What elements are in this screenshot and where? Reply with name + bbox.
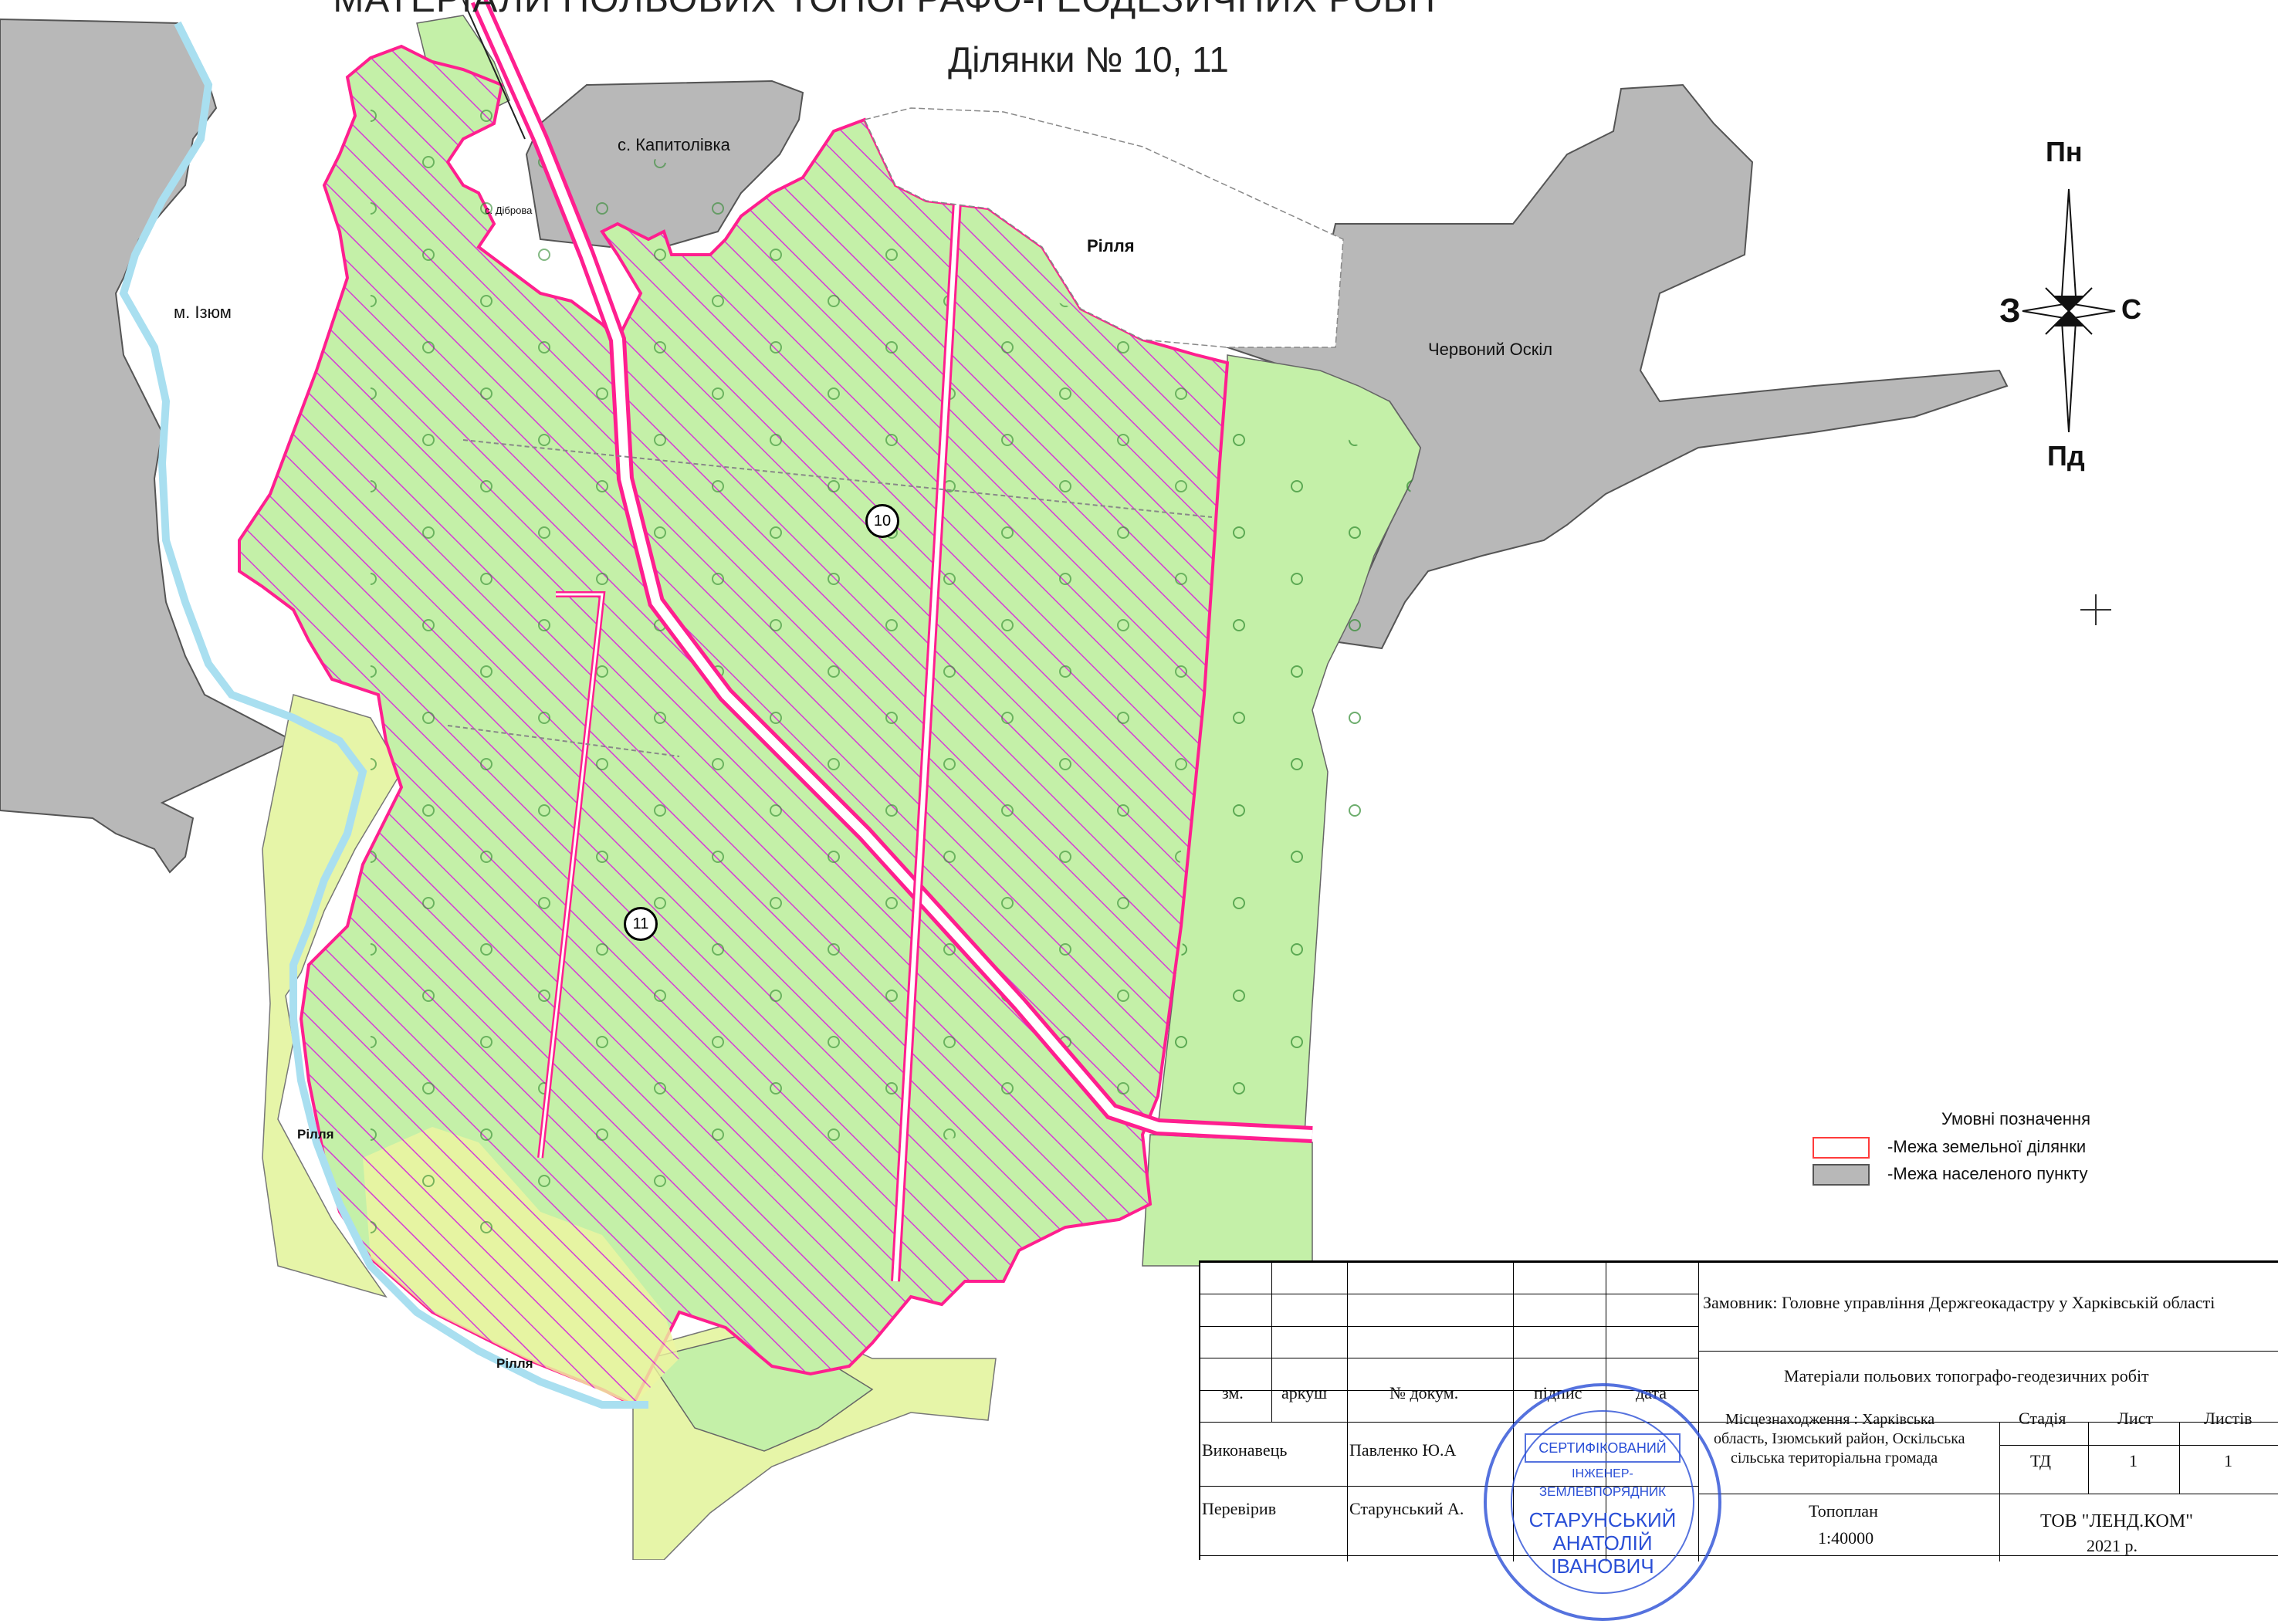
stamp-line [1200,1390,1698,1391]
seal-line6: ІВАНОВИЧ [1551,1555,1653,1578]
stamp-row-role-1: Виконавець [1202,1440,1288,1460]
map-title-line2: Ділянки № 10, 11 [948,39,1229,80]
stamp-line [1200,1326,1698,1327]
stamp-row-name-2: Старунський А. [1349,1499,1464,1518]
tree-markers-east [1166,370,1413,1127]
stamp-company: ТОВ "ЛЕНД.КОМ" [2040,1511,2193,1531]
compass-south-label: Пд [2047,440,2085,472]
road-center [474,0,1313,1139]
forest-south-east [1142,1134,1313,1267]
field-line [462,439,1213,518]
place-label-rillia-left: Рілля [297,1127,334,1142]
place-label-rillia-bottom: Рілля [496,1356,533,1371]
stamp-stage-label: Стадія [2019,1409,2066,1428]
stamp-year: 2021 р. [2087,1536,2138,1555]
place-label-izium: м. Ізюм [174,303,232,322]
stamp-sheet-value: 1 [2129,1451,2138,1470]
compass-rose [2022,188,2116,433]
seal-line1: СЕРТИФІКОВАНИЙ [1538,1440,1666,1456]
seal-line3: ЗЕМЛЕВПОРЯДНИК [1539,1484,1666,1499]
stamp-header-dokum: № докум. [1389,1383,1459,1402]
seal-line5: АНАТОЛІЙ [1552,1531,1652,1555]
settlement-izium [0,18,296,874]
stamp-header-zm: зм. [1222,1383,1244,1402]
legend-title: Умовні позначення [1941,1109,2090,1128]
stamp-line [1513,1262,1514,1561]
stamp-line [1200,1486,1698,1487]
stamp-line [1698,1262,1699,1561]
stamp-line [2088,1422,2089,1494]
stamp-row-role-2: Перевірив [1202,1499,1277,1518]
stamp-line [1347,1262,1348,1561]
stamp-plan: Топоплан [1809,1501,1878,1521]
place-label-kapytolivka: с. Капитолівка [618,135,730,154]
stamp-sheet-label: Лист [2117,1409,2154,1428]
legend-swatch-parcel [1813,1137,1870,1159]
legend-label-parcel: -Межа земельної ділянки [1887,1137,2087,1156]
stamp-row-name-1: Павленко Ю.А [1349,1440,1457,1460]
stamp-scale: 1:40000 [1818,1528,1874,1548]
tree-markers [371,58,1227,1258]
map-title-line1: МАТЕРІАЛИ ПОЛЬОВИХ ТОПОГРАФО-ГЕОДЕЗИЧНИХ… [0,0,1775,21]
stamp-location-2: область, Ізюмський район, Оскільська [1714,1430,1965,1447]
stamp-sheets-label: Листів [2204,1409,2253,1428]
stamp-line [1200,1422,2278,1423]
stamp-line [1200,1555,2278,1556]
stamp-work-title: Матеріали польових топографо-геодезичних… [1784,1366,2149,1385]
compass-east-label: С [2121,293,2141,325]
engineer-seal: СЕРТИФІКОВАНИЙ ІНЖЕНЕР- ЗЕМЛЕВПОРЯДНИК С… [1484,1383,1721,1621]
title-block: Замовник: Головне управління Держгеокада… [1199,1260,2278,1561]
stamp-sheets-value: 1 [2224,1451,2232,1470]
stamp-stage-value: ТД [2030,1451,2052,1470]
arable-north [863,107,1344,348]
crosshair-mark [2080,594,2111,625]
topographic-map [0,0,2116,1560]
compass-north-label: Пн [2046,136,2083,167]
stamp-location-1: Місцезнаходження : Харківська [1725,1411,1935,1428]
seal-line2: ІНЖЕНЕР- [1572,1467,1633,1480]
compass-west-label: З [1999,292,2021,330]
river [119,21,648,1409]
legend-swatch-settlement [1813,1164,1870,1186]
place-label-rillia-top: Рілля [1087,236,1135,255]
stamp-line [2179,1422,2180,1494]
stamp-location-3: сільська територіальна громада [1731,1450,1938,1467]
stamp-line [1999,1445,2278,1446]
stamp-line [1999,1422,2000,1561]
parcel-number-10: 10 [865,504,899,538]
strip-west-inner [539,593,604,1159]
stamp-line [1271,1262,1272,1422]
road-west [462,0,526,140]
seal-line4: СТАРУНСЬКИЙ [1529,1508,1677,1531]
place-label-dibrova: с. Діброва [485,205,533,216]
stamp-customer: Замовник: Головне управління Держгеокада… [1703,1293,2215,1312]
parcel-number-11: 11 [624,907,658,941]
stamp-line [1698,1351,2278,1352]
field-line-2 [447,725,680,757]
stamp-header-arkush: аркуш [1281,1383,1328,1402]
legend-label-settlement: -Межа населеного пункту [1887,1164,2088,1183]
strip-north-south-inner [893,200,960,1282]
stamp-line [1200,1262,2278,1263]
place-label-chervonyi-oskil: Червоний Оскіл [1428,340,1553,359]
